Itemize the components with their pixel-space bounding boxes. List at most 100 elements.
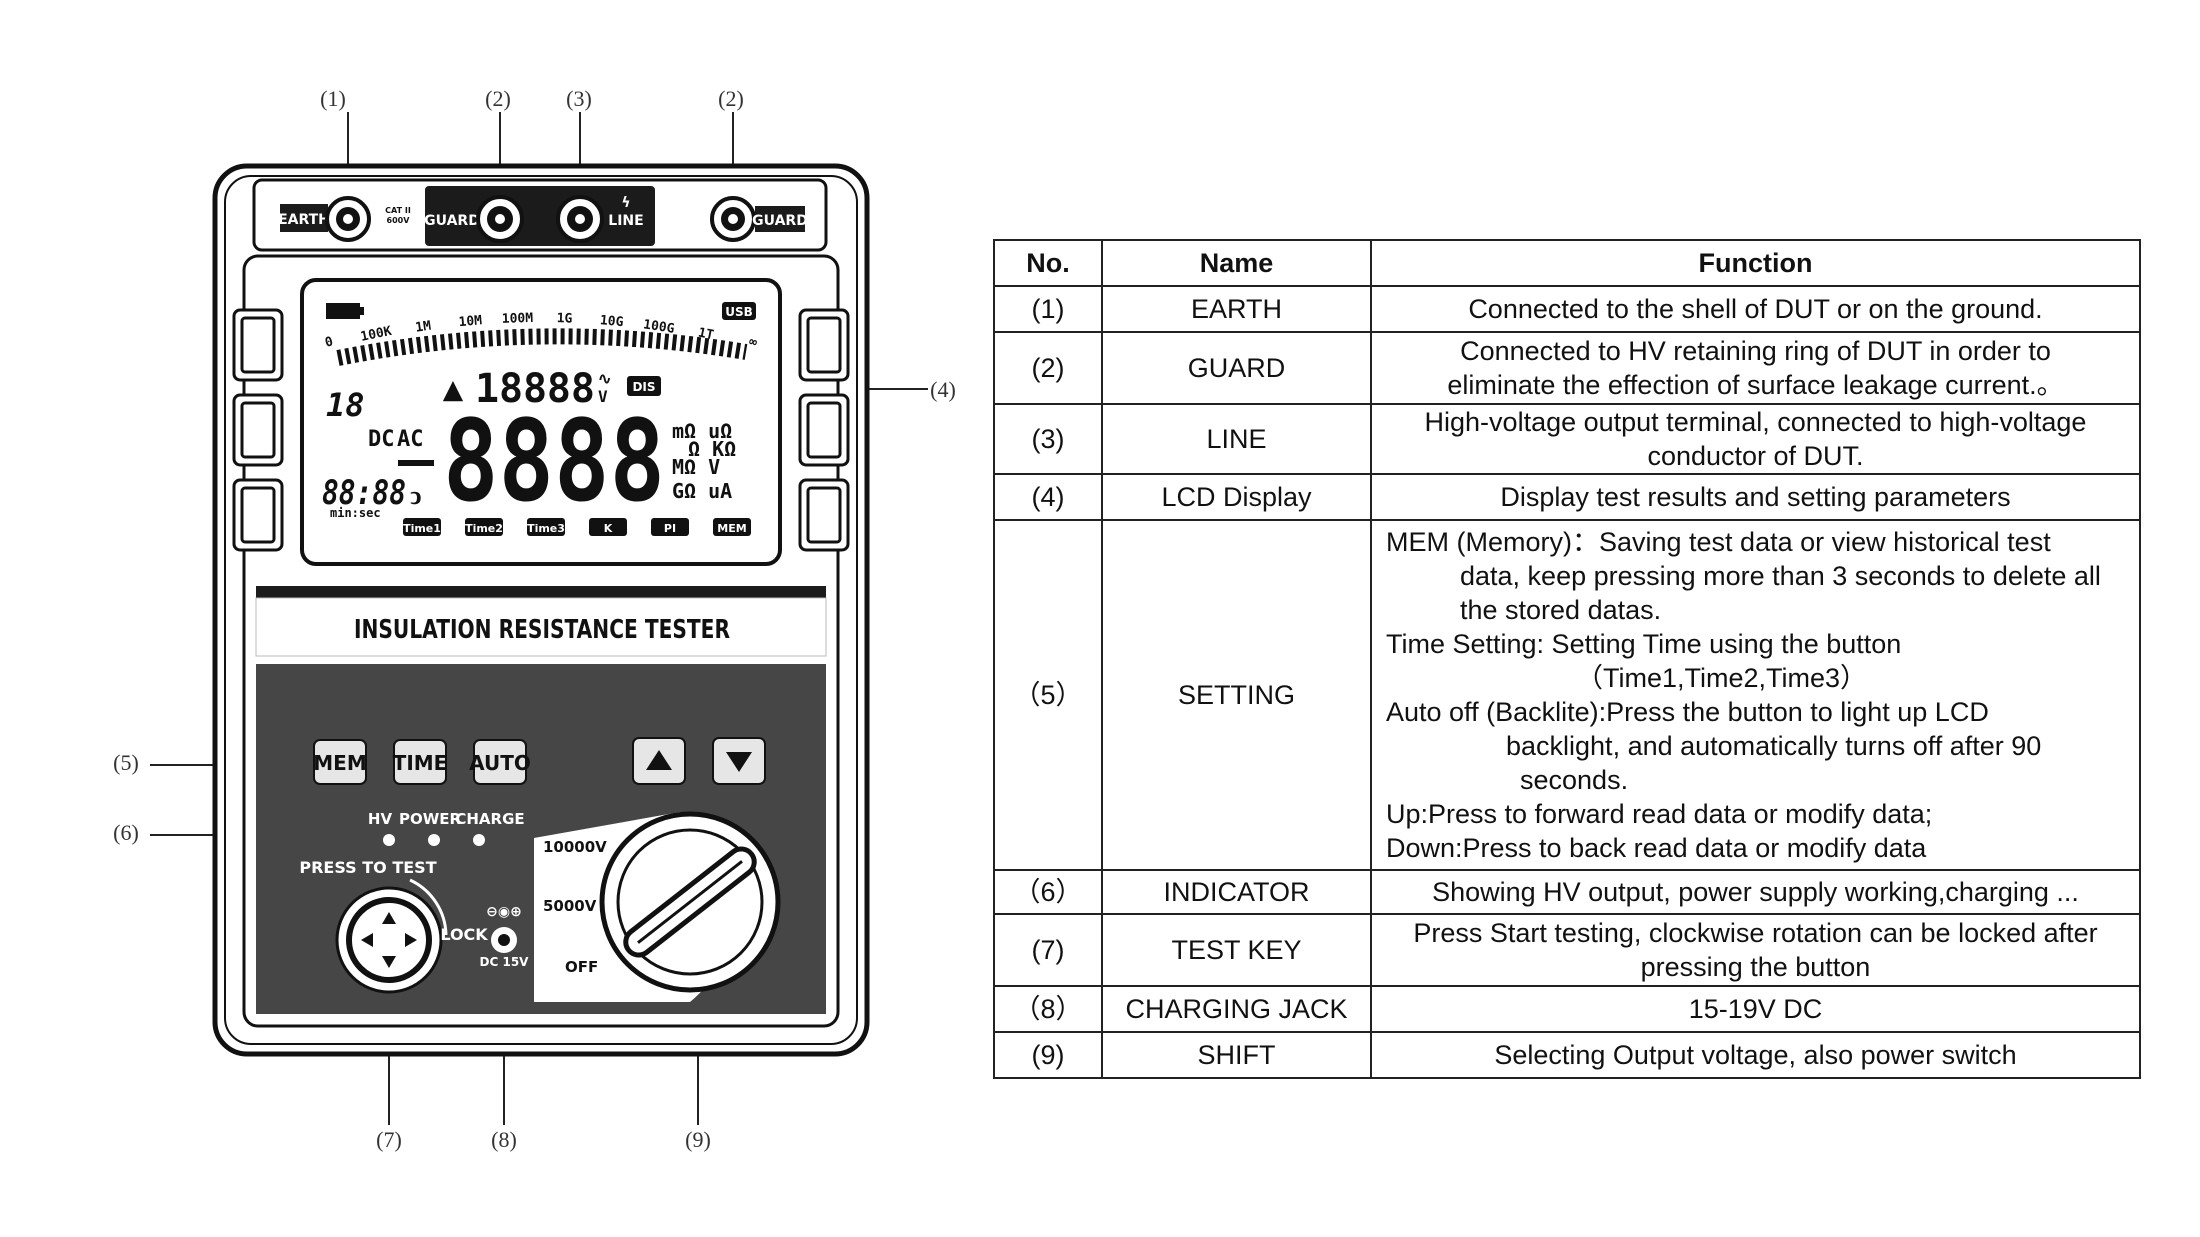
press-to-test-label: PRESS TO TEST — [299, 858, 436, 877]
header-no: No. — [993, 239, 1103, 287]
lcd-small-digits: 18 — [326, 386, 365, 424]
row-no: (9) — [993, 1031, 1103, 1079]
function-line: Connected to the shell of DUT or on the … — [1468, 294, 2043, 324]
callout-8: (8) — [491, 1127, 517, 1152]
table-row: (9) SHIFT Selecting Output voltage, also… — [993, 1031, 2141, 1079]
warning-icon: ▲ — [443, 369, 464, 409]
lcd-scale-label: 100G — [642, 317, 675, 336]
down-button[interactable] — [712, 737, 766, 785]
lcd-clock-digits: 88:88 — [322, 473, 406, 513]
table-row: (2) GUARD Connected to HV retaining ring… — [993, 331, 2141, 405]
table-row: （6） INDICATOR Showing HV output, power s… — [993, 869, 2141, 915]
dial-5000v-label: 5000V — [543, 897, 597, 915]
charge-indicator-led — [473, 834, 485, 846]
callout-1: (1) — [320, 86, 346, 111]
lcd-ac-label: AC — [397, 427, 424, 452]
lcd-scale-label: 100K — [359, 324, 393, 345]
lcd-units-row4: GΩ uA — [672, 479, 732, 503]
lcd-badge-label: Time1 — [403, 522, 441, 535]
row-function: Selecting Output voltage, also power swi… — [1370, 1031, 2141, 1079]
function-line: the stored datas. — [1460, 595, 1662, 625]
power-indicator-label: POWER — [399, 810, 462, 828]
line-terminal[interactable]: LINE ϟ — [556, 195, 644, 243]
function-line: pressing the button — [1640, 952, 1871, 982]
lcd-units-row2: Ω KΩ — [688, 437, 736, 461]
dial-off-label: OFF — [565, 958, 598, 976]
row-function: Connected to the shell of DUT or on the … — [1370, 285, 2141, 333]
guard-terminal-right[interactable]: GUARD — [710, 196, 808, 242]
lcd-scale-label: 10G — [599, 313, 624, 330]
row-no: (1) — [993, 285, 1103, 333]
row-function: 15-19V DC — [1370, 985, 2141, 1033]
lcd-units-row3: MΩ V — [672, 455, 720, 479]
row-function: Display test results and setting paramet… — [1370, 473, 2141, 521]
mem-button[interactable]: MEM — [313, 739, 367, 785]
power-indicator-led — [428, 834, 440, 846]
function-line: （Time1,Time2,Time3） — [1576, 663, 1868, 693]
lcd-badge-box — [713, 518, 751, 536]
title-strip — [255, 597, 827, 657]
cat-rating-1: CAT II — [385, 206, 411, 215]
row-no: (7) — [993, 913, 1103, 987]
function-line: Time Setting: Setting Time using the but… — [1386, 629, 1902, 659]
callout-7: (7) — [376, 1127, 402, 1152]
row-no: (2) — [993, 331, 1103, 405]
lcd-badge-label: MEM — [717, 522, 746, 535]
cat-rating-2: 600V — [387, 216, 411, 225]
table-row: (1) EARTH Connected to the shell of DUT … — [993, 285, 2141, 333]
row-no: （5） — [993, 519, 1103, 871]
hv-indicator-led — [383, 834, 395, 846]
auto-button-label: AUTO — [469, 751, 531, 775]
lcd-voltage-v: V — [598, 387, 608, 406]
lcd-scale-label: 10M — [458, 313, 483, 330]
up-button[interactable] — [632, 737, 686, 785]
earth-label: EARTH — [278, 212, 330, 228]
callout-3: (3) — [566, 86, 592, 111]
function-line: MEM (Memory)：Saving test data or view hi… — [1386, 527, 2051, 557]
function-line: eliminate the effection of surface leaka… — [1447, 370, 2064, 400]
callout-4: (4) — [930, 377, 956, 402]
row-name: SETTING — [1101, 519, 1372, 871]
row-no: (3) — [993, 403, 1103, 475]
row-name: SHIFT — [1101, 1031, 1372, 1079]
time-button[interactable]: TIME — [393, 739, 448, 785]
lcd-scale-label: 0 — [323, 334, 335, 351]
lcd-badge-box — [589, 518, 627, 536]
function-line: backlight, and automatically turns off a… — [1506, 731, 2042, 761]
earth-terminal[interactable]: EARTH — [278, 196, 371, 242]
shift-dial[interactable]: 10000V 5000V OFF — [534, 811, 781, 1002]
charging-jack[interactable] — [491, 927, 517, 953]
row-name: GUARD — [1101, 331, 1372, 405]
function-line: data, keep pressing more than 3 seconds … — [1460, 561, 2101, 591]
function-line: Press Start testing, clockwise rotation … — [1413, 918, 2098, 948]
row-name: LINE — [1101, 403, 1372, 475]
lcd-scale-label: 1M — [414, 319, 432, 336]
guard-terminal-left[interactable]: GUARD — [424, 195, 524, 243]
function-line: conductor of DUT. — [1647, 441, 1864, 471]
callout-2-right: (2) — [718, 86, 744, 111]
down-arrow-icon — [726, 752, 752, 772]
function-line: Auto off (Backlite):Press the button to … — [1386, 697, 1989, 727]
test-key[interactable] — [335, 886, 443, 994]
function-line: Display test results and setting paramet… — [1500, 482, 2011, 512]
side-tabs — [232, 308, 850, 552]
function-line: High-voltage output terminal, connected … — [1424, 407, 2087, 437]
title-divider — [256, 586, 826, 598]
lcd-badge-label: PI — [664, 522, 676, 535]
hv-indicator-label: HV — [368, 810, 393, 828]
table-header-row: No. Name Function — [993, 239, 2141, 287]
row-name: CHARGING JACK — [1101, 985, 1372, 1033]
polarity-icon: ⊖◉⊕ — [486, 904, 522, 920]
row-function: Press Start testing, clockwise rotation … — [1370, 913, 2141, 987]
rotation-arc — [409, 878, 448, 936]
header-function: Function — [1370, 239, 2141, 287]
jack-label: DC 15V — [480, 955, 530, 969]
function-line: seconds. — [1520, 765, 1629, 795]
table-row: (3) LINE High-voltage output terminal, c… — [993, 403, 2141, 475]
auto-button[interactable]: AUTO — [469, 739, 531, 785]
time-button-label: TIME — [393, 751, 448, 775]
row-function: Showing HV output, power supply working,… — [1370, 869, 2141, 915]
row-function: Connected to HV retaining ring of DUT in… — [1370, 331, 2141, 405]
